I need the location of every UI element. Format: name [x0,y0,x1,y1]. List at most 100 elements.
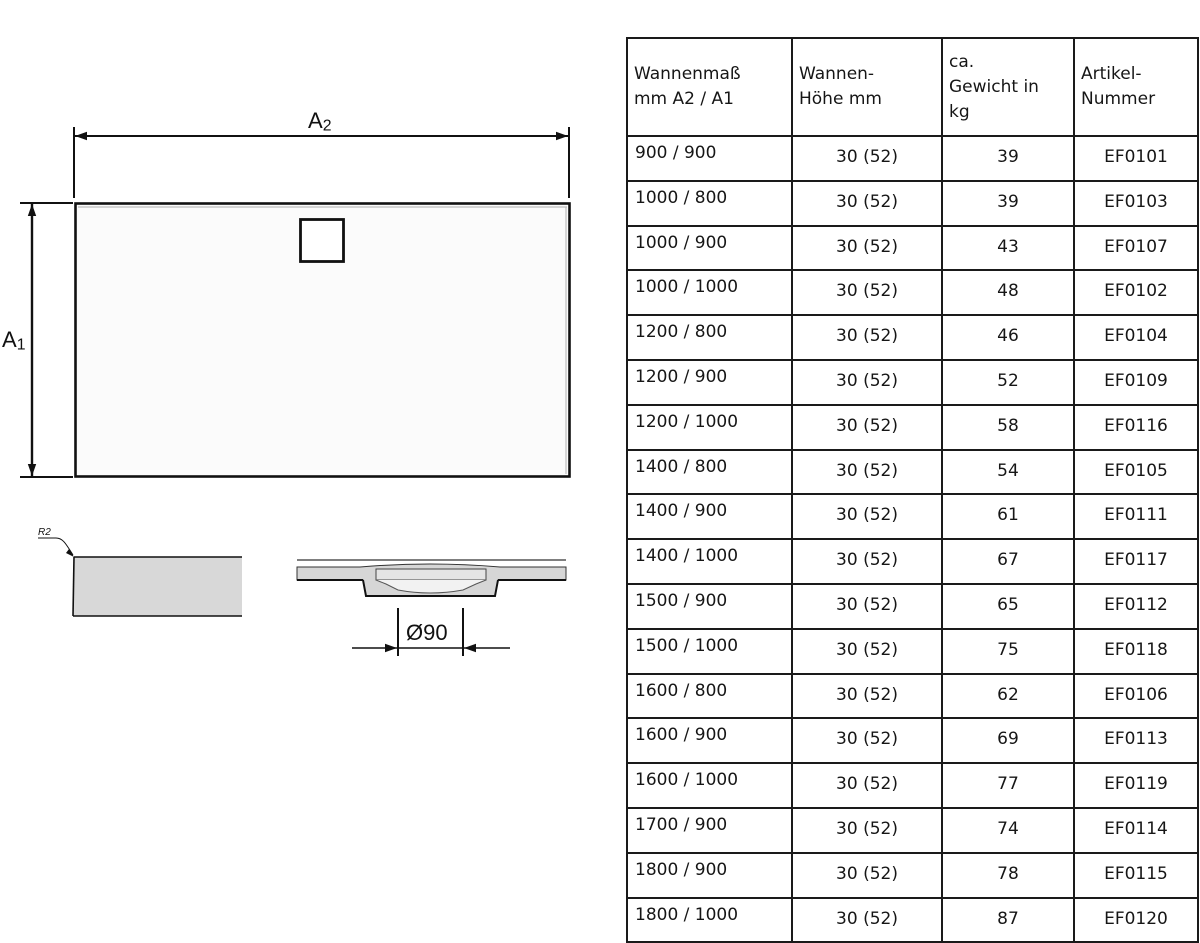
cell-article: EF0105 [1073,448,1199,496]
r2-label: R2 [38,527,51,538]
cell-article: EF0104 [1073,314,1199,361]
cell-height: 30 (52) [791,538,943,585]
cell-article: EF0113 [1073,717,1199,765]
cell-weight: 39 [941,179,1075,227]
section-view [296,559,567,656]
cell-height: 30 (52) [791,762,943,809]
cell-weight: 39 [941,135,1075,182]
cell-size: 1000 / 1000 [626,269,793,317]
cell-height: 30 (52) [791,672,943,720]
cell-weight: 77 [941,762,1075,809]
cell-weight: 65 [941,582,1075,630]
cell-article: EF0109 [1073,358,1199,406]
cell-size: 1600 / 800 [626,672,793,720]
cell-height: 30 (52) [791,135,943,182]
cell-article: EF0103 [1073,179,1199,227]
r2-leader-line [38,537,74,556]
cell-size: 1400 / 900 [626,493,793,541]
cell-size: 1000 / 800 [626,179,793,227]
drain-diameter-label: Ø90 [406,620,448,645]
cell-article: EF0119 [1073,762,1199,809]
cell-article: EF0114 [1073,806,1199,854]
cell-weight: 54 [941,448,1075,496]
cell-article: EF0120 [1073,896,1199,943]
cell-article: EF0112 [1073,582,1199,630]
a1-label-sub: 1 [16,336,26,354]
drain-bowl [375,579,487,594]
cell-weight: 46 [941,314,1075,361]
cell-article: EF0107 [1073,224,1199,272]
cell-height: 30 (52) [791,806,943,854]
cell-height: 30 (52) [791,179,943,227]
a1-label-letter: A [2,327,17,352]
cell-size: 1400 / 800 [626,448,793,496]
cell-article: EF0116 [1073,403,1199,451]
side-view [38,537,242,617]
cell-weight: 67 [941,538,1075,585]
cell-height: 30 (52) [791,851,943,899]
cell-size: 1500 / 900 [626,582,793,630]
cell-height: 30 (52) [791,448,943,496]
drawing-canvas [20,127,571,656]
cell-height: 30 (52) [791,493,943,541]
drain-cover [375,568,487,581]
cell-weight: 48 [941,269,1075,317]
cell-weight: 58 [941,403,1075,451]
cell-height: 30 (52) [791,896,943,943]
cell-weight: 61 [941,493,1075,541]
cell-size: 1400 / 1000 [626,538,793,585]
r2-leader-arrow [66,549,74,557]
cell-size: 1500 / 1000 [626,627,793,675]
cell-weight: 78 [941,851,1075,899]
cell-size: 1200 / 900 [626,358,793,406]
cell-height: 30 (52) [791,358,943,406]
cell-weight: 43 [941,224,1075,272]
cell-weight: 87 [941,896,1075,943]
cell-weight: 52 [941,358,1075,406]
cell-article: EF0115 [1073,851,1199,899]
top-view [20,127,571,478]
cell-article: EF0101 [1073,135,1199,182]
cell-height: 30 (52) [791,627,943,675]
header-article-number: Artikel-Nummer [1073,37,1199,137]
side-profile-fill [73,557,242,616]
cell-size: 1800 / 1000 [626,896,793,943]
cell-weight: 62 [941,672,1075,720]
cell-size: 1200 / 1000 [626,403,793,451]
cell-size: 1200 / 800 [626,314,793,361]
cell-weight: 75 [941,627,1075,675]
cell-size: 1700 / 900 [626,806,793,854]
drain-square-icon [299,218,345,263]
cell-weight: 74 [941,806,1075,854]
cell-article: EF0118 [1073,627,1199,675]
cell-size: 1000 / 900 [626,224,793,272]
cell-size: 1600 / 900 [626,717,793,765]
cell-weight: 69 [941,717,1075,765]
cell-height: 30 (52) [791,403,943,451]
cell-height: 30 (52) [791,582,943,630]
cell-article: EF0102 [1073,269,1199,317]
cell-article: EF0117 [1073,538,1199,585]
cell-height: 30 (52) [791,269,943,317]
cell-size: 900 / 900 [626,135,793,182]
a2-label-letter: A [308,108,323,133]
